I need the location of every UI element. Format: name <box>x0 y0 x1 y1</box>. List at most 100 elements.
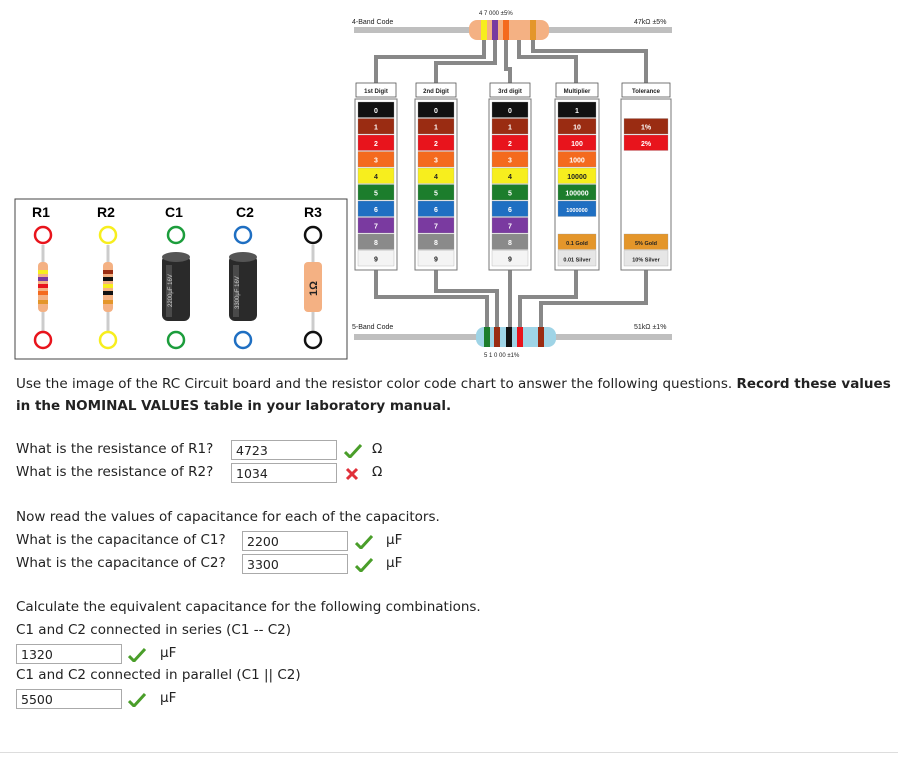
intro-bold: Record these values in the NOMINAL VALUE… <box>16 376 891 414</box>
five-band-digits: 5 1 0 00 ±1% <box>484 353 520 359</box>
color-swatch <box>417 134 455 151</box>
parallel-label: C1 and C2 connected in parallel (C1 || C… <box>16 667 301 683</box>
color-swatch-label: 6 <box>434 207 438 214</box>
color-swatch <box>491 200 529 217</box>
q-r1-label: What is the resistance of R1? <box>16 441 214 457</box>
chart-header-box <box>415 82 457 98</box>
four-band-digits: 4 7 000 ±5% <box>479 11 513 17</box>
color-swatch-label: 5 <box>508 191 512 198</box>
color-swatch <box>557 250 597 267</box>
color-swatch-label: 0.01 Silver <box>563 258 591 264</box>
color-swatch-label: 6 <box>508 207 512 214</box>
c2-capacitor: 3300μF 16V <box>229 225 257 350</box>
color-swatch-label: 10000 <box>567 174 587 181</box>
uf-unit: μF <box>160 645 177 661</box>
color-swatch-label: 5% Gold <box>635 241 657 247</box>
color-swatch-label: 7 <box>508 224 512 231</box>
color-swatch-label: 1 <box>508 125 512 132</box>
color-swatch <box>491 233 529 250</box>
r2-input[interactable] <box>231 463 337 483</box>
r3-resistor: 1Ω <box>303 225 323 350</box>
c1-input[interactable] <box>242 531 348 551</box>
color-swatch <box>491 217 529 234</box>
color-swatch-label: 10 <box>573 125 581 132</box>
uf-unit: μF <box>160 690 177 706</box>
color-swatch <box>491 118 529 135</box>
color-swatch <box>623 134 669 151</box>
color-swatch <box>491 250 529 267</box>
c1-body-text: 2200μF 16V <box>168 274 174 307</box>
chart-header-box <box>355 82 397 98</box>
chart-connectors <box>374 40 648 327</box>
color-swatch-label: 4 <box>508 174 512 181</box>
five-band-label: 5-Band Code <box>352 324 393 331</box>
four-band-resistor: 4-Band Code 47kΩ ±5% 4 7 000 ±5% <box>352 11 672 40</box>
color-swatch-label: 100000 <box>565 191 588 198</box>
color-swatch-label: 1 <box>575 108 579 115</box>
color-swatch-label: 2 <box>508 141 512 148</box>
label-r2: R2 <box>97 204 115 220</box>
color-swatch-label: 100 <box>571 141 583 148</box>
color-swatch-label: 2% <box>641 141 652 148</box>
chart-header-box <box>489 82 531 98</box>
check-icon <box>354 534 374 551</box>
color-swatch-label: 4 <box>374 174 378 181</box>
color-swatch <box>417 118 455 135</box>
color-swatch-label: 3 <box>434 158 438 165</box>
color-swatch <box>417 184 455 201</box>
color-swatch <box>623 250 669 267</box>
color-swatch-label: 0 <box>434 108 438 115</box>
r3-value-text: 1Ω <box>308 281 320 296</box>
c1-capacitor: 2200μF 16V <box>162 225 190 350</box>
color-swatch <box>357 217 395 234</box>
color-swatch <box>357 250 395 267</box>
color-swatch <box>357 167 395 184</box>
color-swatch <box>417 250 455 267</box>
c2-input[interactable] <box>242 554 348 574</box>
label-r1: R1 <box>32 204 50 220</box>
color-swatch <box>623 233 669 250</box>
four-band-label: 4-Band Code <box>352 19 393 26</box>
color-swatch <box>357 151 395 168</box>
series-label: C1 and C2 connected in series (C1 -- C2) <box>16 622 292 638</box>
chart-header: 1st Digit <box>364 89 388 95</box>
color-swatch-label: 2 <box>374 141 378 148</box>
color-swatch-label: 5 <box>434 191 438 198</box>
check-icon <box>343 443 363 460</box>
series-input[interactable] <box>16 644 122 664</box>
q-c1-label: What is the capacitance of C1? <box>16 532 226 548</box>
color-swatch <box>417 101 455 118</box>
color-swatch-label: 1 <box>374 125 378 132</box>
color-swatch <box>557 151 597 168</box>
q-c2-label: What is the capacitance of C2? <box>16 555 226 571</box>
r2-resistor <box>98 225 118 350</box>
color-swatch <box>491 134 529 151</box>
color-swatch-label: 10% Silver <box>632 258 660 264</box>
color-swatch-label: 0 <box>508 108 512 115</box>
parallel-input[interactable] <box>16 689 122 709</box>
color-swatch <box>623 118 669 135</box>
color-swatch-label: 8 <box>434 240 438 247</box>
check-icon <box>354 557 374 574</box>
color-swatch-label: 1% <box>641 125 652 132</box>
label-r3: R3 <box>304 204 322 220</box>
color-swatch-label: 9 <box>374 257 378 264</box>
color-swatch-label: 7 <box>374 224 378 231</box>
q-r2-label: What is the resistance of R2? <box>16 464 214 480</box>
r1-input[interactable] <box>231 440 337 460</box>
five-band-resistor: 5-Band Code 51kΩ ±1% 5 1 0 00 ±1% <box>352 324 672 359</box>
color-swatch <box>417 167 455 184</box>
color-swatch <box>557 200 597 217</box>
uf-unit: μF <box>386 555 403 571</box>
color-swatch-label: 9 <box>434 257 438 264</box>
chart-header-box <box>621 82 671 98</box>
color-swatch-label: 1000 <box>569 158 585 165</box>
five-band-value: 51kΩ ±1% <box>634 324 666 331</box>
color-swatch <box>557 184 597 201</box>
color-swatch <box>357 118 395 135</box>
color-swatch <box>557 167 597 184</box>
color-swatch <box>557 118 597 135</box>
color-swatch <box>417 151 455 168</box>
ohm-unit: Ω <box>372 464 383 480</box>
